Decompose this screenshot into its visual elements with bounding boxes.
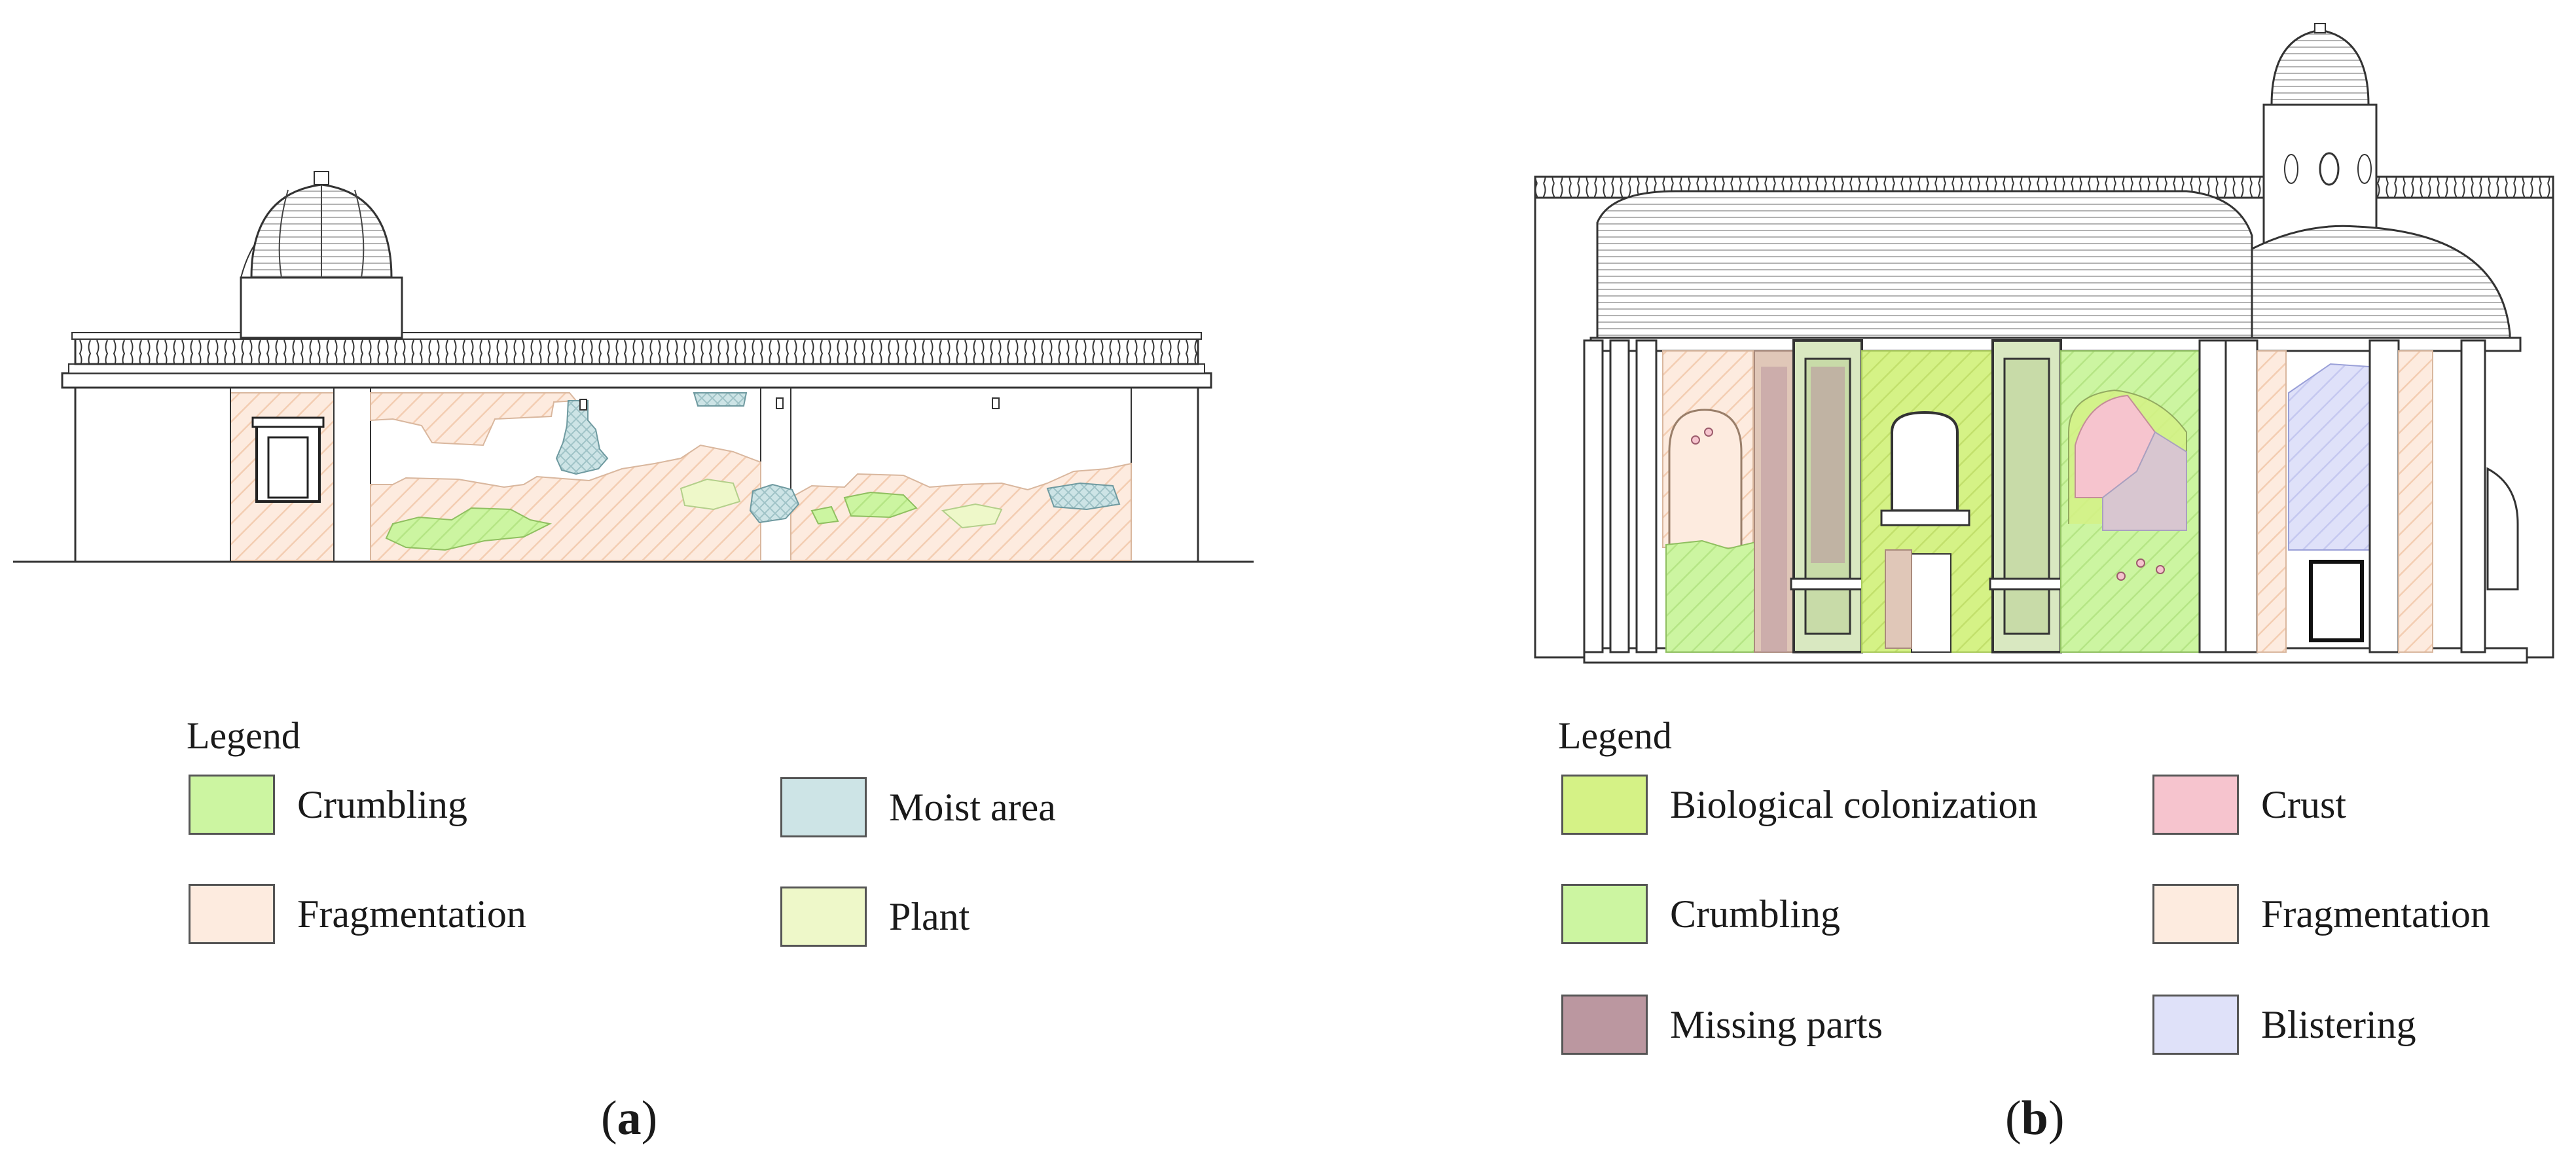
legend-b-swatch-blistering — [2152, 995, 2239, 1055]
legend-a-item-moist-area: Moist area — [780, 777, 1056, 837]
caption-a-letter: a — [617, 1091, 642, 1145]
legend-a-swatch-plant — [780, 887, 867, 947]
legend-a-swatch-fragmentation — [189, 884, 275, 944]
legend-b-label: Crust — [2261, 782, 2347, 826]
legend-a-item-fragmentation: Fragmentation — [189, 884, 526, 944]
legend-b-swatch-fragmentation — [2152, 884, 2239, 944]
legend-a-label: Moist area — [889, 785, 1056, 829]
legend-b-swatch-crumbling — [1561, 884, 1648, 944]
legend-b-label: Blistering — [2261, 1002, 2416, 1046]
legend-a-label: Crumbling — [297, 782, 468, 826]
legend-b-label: Missing parts — [1670, 1002, 1883, 1046]
legend-b-item-biological-colonization: Biological colonization — [1561, 775, 2038, 835]
legend-b-item-missing-parts: Missing parts — [1561, 995, 1883, 1055]
legend-b-swatch-crust — [2152, 775, 2239, 835]
legend-a-item-crumbling: Crumbling — [189, 775, 467, 835]
legend-b-swatch-missing-parts — [1561, 995, 1648, 1055]
panel-b-section — [1534, 23, 2554, 664]
caption-b: (b) — [2005, 1091, 2065, 1145]
legend-b-swatch-biological-colonization — [1561, 775, 1648, 835]
legend-a-item-plant: Plant — [780, 887, 970, 947]
legend-a-label: Fragmentation — [297, 892, 526, 936]
panel-a-elevation — [13, 171, 1254, 563]
legend-b-title: Legend — [1558, 714, 1672, 757]
legend-b-item-crumbling: Crumbling — [1561, 884, 1840, 944]
legend-a-label: Plant — [889, 894, 970, 938]
legend-a-swatch-moist-area — [780, 777, 867, 837]
legend-a-swatch-crumbling — [189, 775, 275, 835]
legend-b-label: Fragmentation — [2261, 892, 2490, 936]
legend-a-title: Legend — [187, 714, 300, 757]
legend-b-label: Biological colonization — [1670, 782, 2038, 826]
legend-b-label: Crumbling — [1670, 892, 1841, 936]
caption-b-letter: b — [2021, 1091, 2048, 1145]
legend-b-item-blistering: Blistering — [2152, 995, 2416, 1055]
legend-b-item-crust: Crust — [2152, 775, 2346, 835]
legend-b-item-fragmentation: Fragmentation — [2152, 884, 2490, 944]
caption-a: (a) — [601, 1091, 658, 1145]
